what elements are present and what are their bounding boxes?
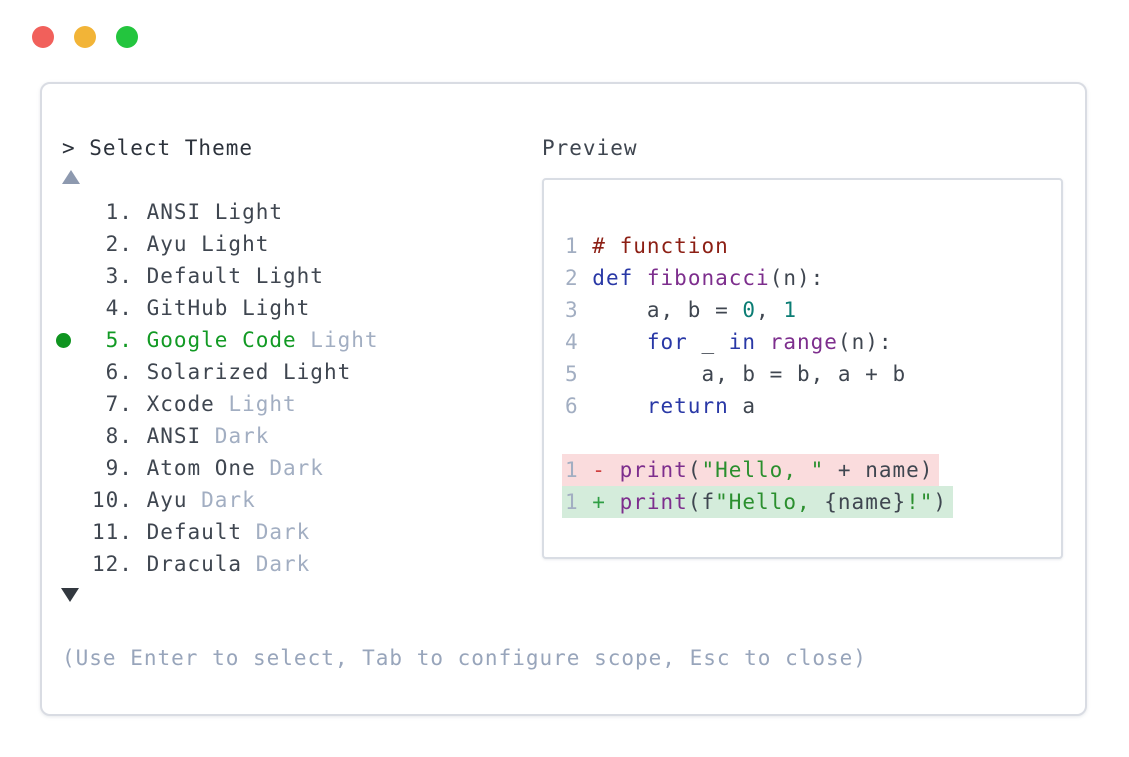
- code-line: 3 a, b = 0, 1: [565, 298, 797, 322]
- theme-name: Solarized Light: [146, 360, 352, 384]
- theme-name: Default Light: [146, 264, 324, 288]
- theme-name: ANSI: [146, 424, 202, 448]
- theme-list-item[interactable]: 9. Atom One Dark: [92, 456, 324, 480]
- line-number: 2: [565, 266, 593, 290]
- theme-variant-suffix: Light: [296, 328, 379, 352]
- diff-added-line: 1 + print(f"Hello, {name}!"): [562, 486, 954, 518]
- theme-list-item[interactable]: 1. ANSI Light: [92, 200, 284, 224]
- theme-list-item[interactable]: 6. Solarized Light: [92, 360, 352, 384]
- code-line: 6 return a: [565, 394, 757, 418]
- line-number: 1: [565, 458, 593, 482]
- theme-variant-suffix: Light: [214, 392, 297, 416]
- line-number: 5: [565, 362, 593, 386]
- theme-variant-suffix: Dark: [242, 520, 311, 544]
- theme-list-item[interactable]: 3. Default Light: [92, 264, 324, 288]
- line-number: 3: [565, 298, 593, 322]
- window-controls: [32, 26, 138, 48]
- code-line: [565, 422, 953, 454]
- theme-name: Atom One: [146, 456, 256, 480]
- code-line: 5 a, b = b, a + b: [565, 362, 907, 386]
- theme-variant-suffix: Dark: [255, 456, 324, 480]
- theme-variant-suffix: Dark: [242, 552, 311, 576]
- diff-removed-line: 1 - print("Hello, " + name): [562, 454, 940, 486]
- preview-code: 1 # function 2 def fibonacci(n): 3 a, b = …: [562, 230, 954, 518]
- theme-list-item[interactable]: 8. ANSI Dark: [92, 424, 270, 448]
- preview-box: 1 # function 2 def fibonacci(n): 3 a, b = …: [542, 178, 1063, 559]
- theme-name: Ayu Light: [146, 232, 270, 256]
- scroll-up-icon[interactable]: [62, 170, 80, 184]
- theme-list-item[interactable]: 12. Dracula Dark: [92, 552, 311, 576]
- theme-name: GitHub Light: [146, 296, 311, 320]
- theme-variant-suffix: Dark: [201, 424, 270, 448]
- theme-list-item[interactable]: 11. Default Dark: [92, 520, 311, 544]
- theme-list-item[interactable]: 10. Ayu Dark: [92, 488, 256, 512]
- theme-picker-panel: > Select Theme 1. ANSI Light 2. Ayu Ligh…: [40, 82, 1087, 716]
- theme-list-item[interactable]: 7. Xcode Light: [92, 392, 297, 416]
- code-line: 2 def fibonacci(n):: [565, 266, 825, 290]
- keyboard-hint: (Use Enter to select, Tab to configure s…: [62, 646, 867, 670]
- theme-list-item[interactable]: 5. Google Code Light: [56, 324, 532, 356]
- theme-name: ANSI Light: [146, 200, 284, 224]
- theme-name: Google Code: [146, 328, 297, 352]
- theme-list-item[interactable]: 4. GitHub Light: [92, 296, 311, 320]
- preview-label: Preview: [542, 136, 638, 160]
- code-line: 4 for _ in range(n):: [565, 330, 893, 354]
- code-line: 1 # function: [565, 234, 729, 258]
- scroll-down-icon[interactable]: [61, 588, 79, 602]
- theme-name: Xcode: [146, 392, 215, 416]
- selected-indicator-icon: [56, 333, 71, 348]
- theme-variant-suffix: Dark: [187, 488, 256, 512]
- theme-name: Ayu: [146, 488, 188, 512]
- zoom-button[interactable]: [116, 26, 138, 48]
- theme-list: 1. ANSI Light 2. Ayu Light 3. Default Li…: [56, 196, 532, 580]
- line-number: 1: [565, 490, 593, 514]
- line-number: 1: [565, 234, 593, 258]
- line-number: 6: [565, 394, 593, 418]
- select-theme-prompt: > Select Theme: [62, 136, 254, 160]
- theme-name: Dracula: [146, 552, 243, 576]
- close-button[interactable]: [32, 26, 54, 48]
- theme-list-item[interactable]: 2. Ayu Light: [92, 232, 270, 256]
- theme-name: Default: [146, 520, 243, 544]
- minimize-button[interactable]: [74, 26, 96, 48]
- line-number: 4: [565, 330, 593, 354]
